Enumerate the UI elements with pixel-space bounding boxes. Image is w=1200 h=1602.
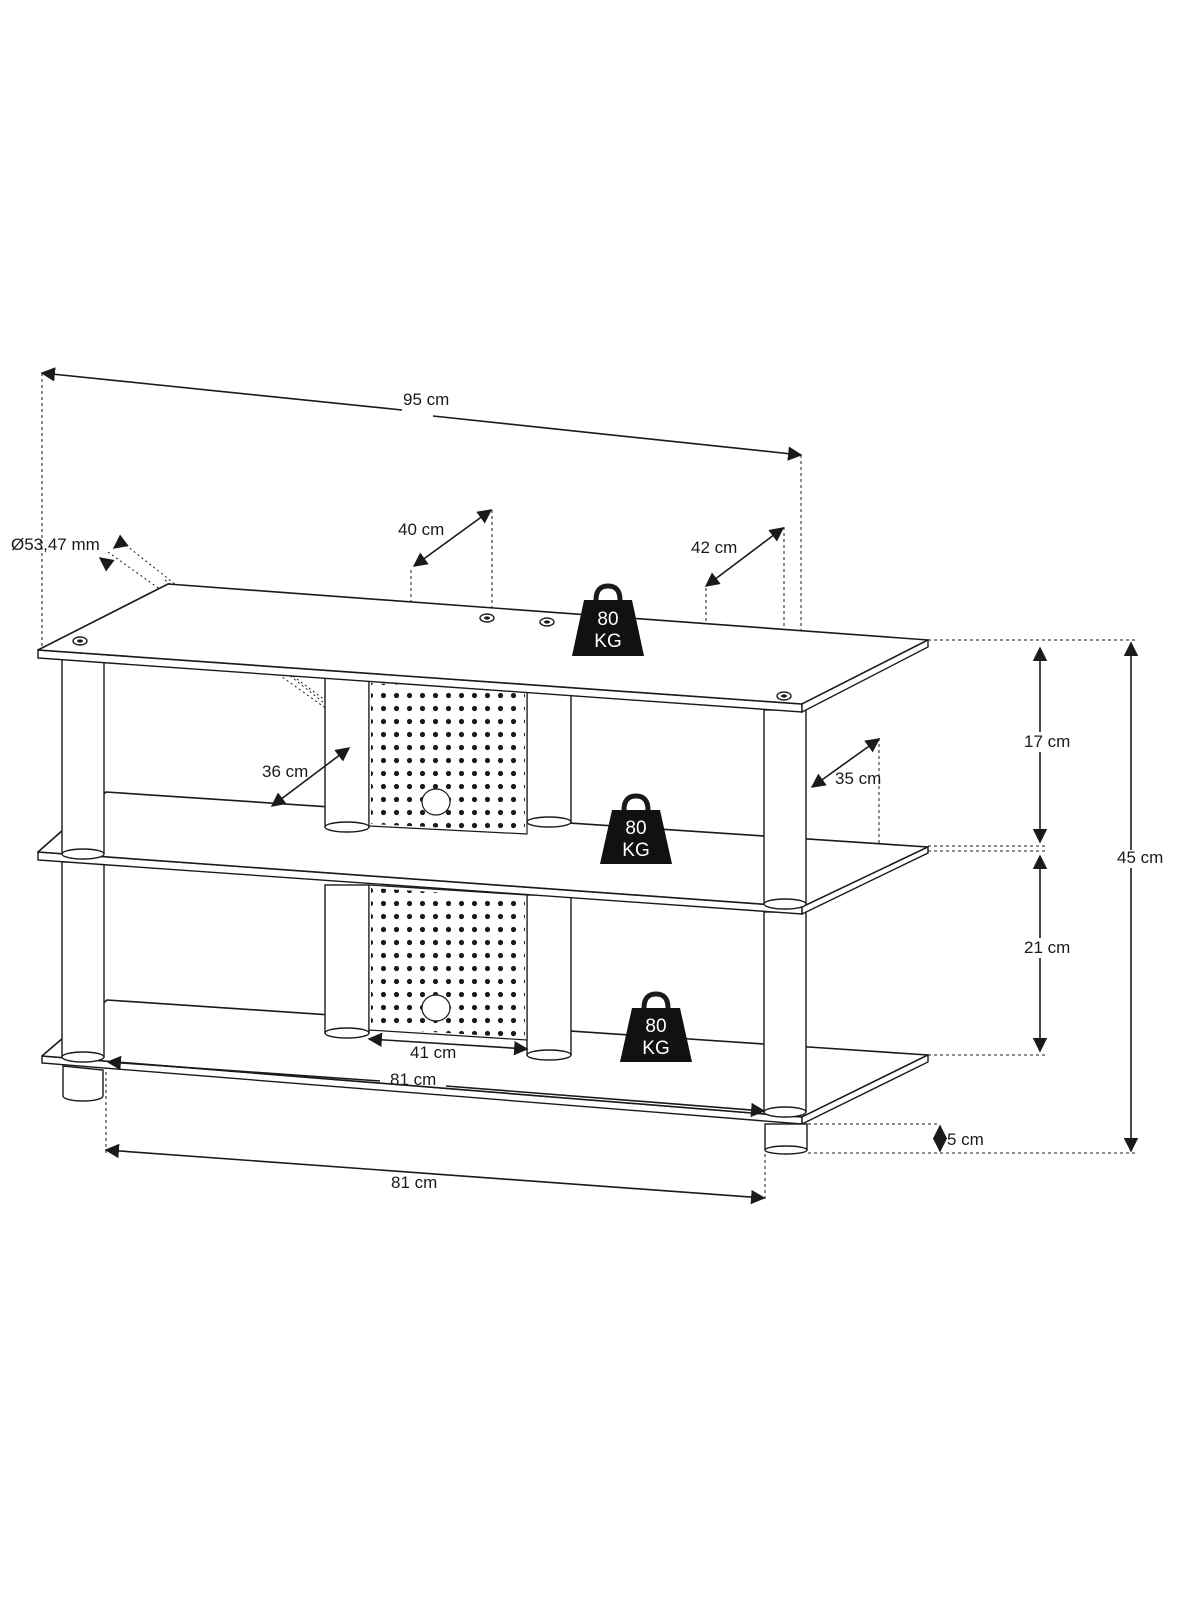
depth-top-right-label: 42 cm: [691, 538, 737, 557]
weight-icon: 80 KG: [620, 991, 692, 1062]
weight-unit: KG: [622, 840, 649, 861]
depth-top-label: 40 cm: [398, 520, 444, 539]
overall-height-label: 45 cm: [1117, 848, 1163, 867]
weight-icon: 80 KG: [572, 583, 644, 656]
weight-value: 80: [645, 1016, 666, 1037]
rear-structure-top: [324, 674, 572, 835]
weight-unit: KG: [594, 631, 621, 652]
cable-hole-icon: [421, 788, 451, 816]
base-width-label: 81 cm: [391, 1173, 437, 1192]
bottom-shelf: [41, 999, 929, 1155]
weight-value: 80: [597, 609, 618, 630]
rear-structure-bottom: [324, 884, 572, 1061]
front-posts-upper: [61, 657, 807, 910]
inner-width-label: 81 cm: [390, 1070, 436, 1089]
depth-middle-right-label: 35 cm: [835, 769, 881, 788]
dimension-labels: 95 cm 40 cm 42 cm Ø53,47 mm 36 cm 35 cm …: [11, 390, 1163, 1192]
foot-height-label: 5 cm: [947, 1130, 984, 1149]
cable-hole-icon: [421, 994, 451, 1022]
clearance-top-label: 17 cm: [1024, 732, 1070, 751]
weight-value: 80: [625, 818, 646, 839]
foot-front-left: [62, 1065, 104, 1102]
weight-unit: KG: [642, 1038, 669, 1059]
weight-icon: 80 KG: [600, 793, 672, 864]
front-posts-lower: [61, 861, 807, 1118]
overall-width-label: 95 cm: [403, 390, 449, 409]
dimension-arrows: [40, 367, 1139, 1205]
top-shelf: [37, 583, 929, 714]
clearance-bottom-label: 21 cm: [1024, 938, 1070, 957]
panel-width-label: 41 cm: [410, 1043, 456, 1062]
post-diameter-label: Ø53,47 mm: [11, 535, 100, 554]
depth-middle-left-label: 36 cm: [262, 762, 308, 781]
